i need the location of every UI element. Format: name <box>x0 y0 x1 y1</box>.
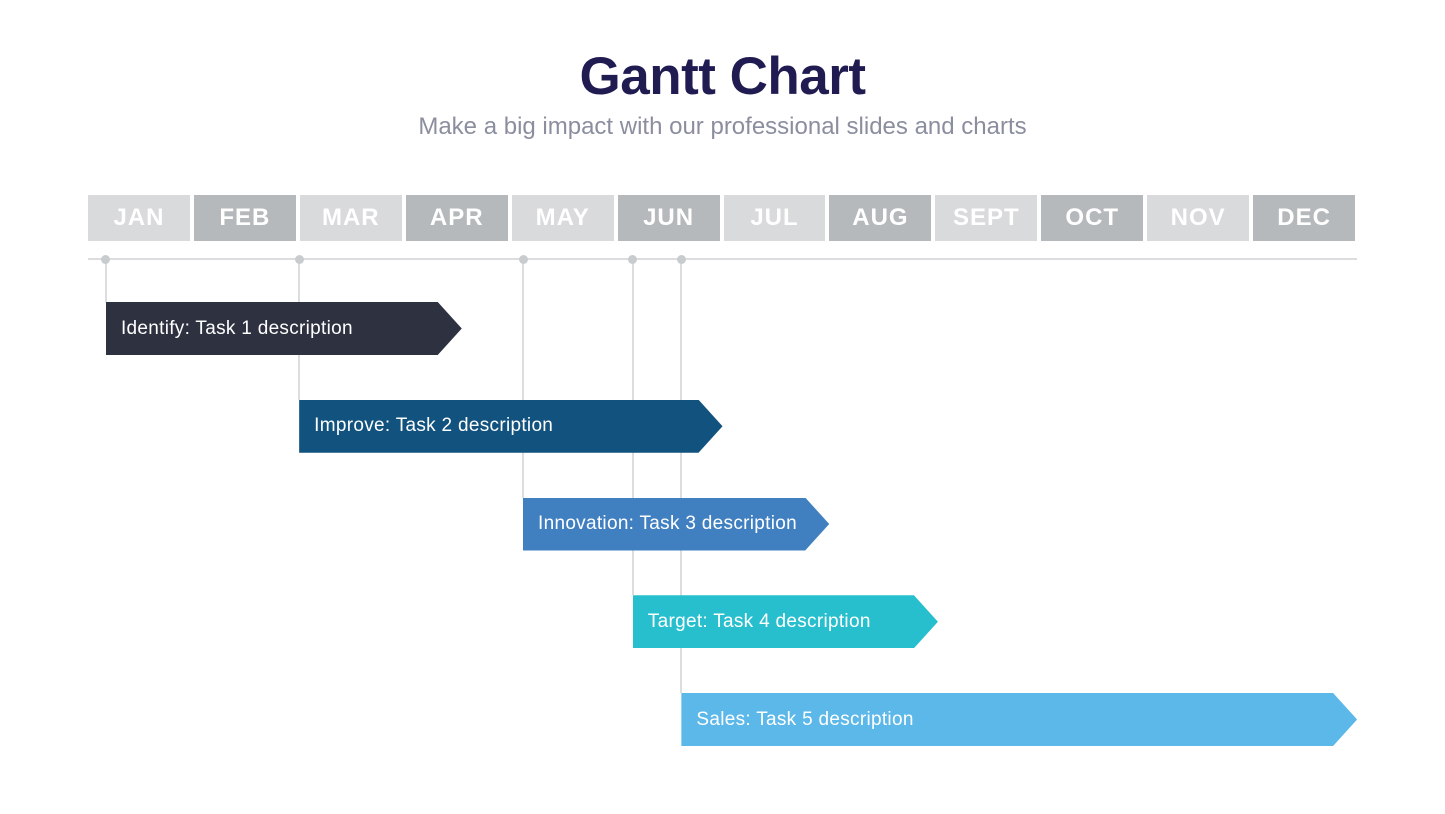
task-bar-identify: Identify: Task 1 description <box>106 302 462 355</box>
task-bar-innovation: Innovation: Task 3 description <box>523 498 829 551</box>
month-cell-apr: APR <box>405 195 508 241</box>
month-cell-oct: OCT <box>1041 195 1144 241</box>
month-cell-jul: JUL <box>723 195 826 241</box>
timeline-axis <box>88 258 1357 260</box>
timeline-marker-dot <box>676 255 686 264</box>
page-subtitle: Make a big impact with our professional … <box>418 113 1027 140</box>
month-cell-nov: NOV <box>1147 195 1250 241</box>
timeline-marker-dot <box>628 255 638 264</box>
task-bar-label: Sales: Task 5 description <box>696 708 914 730</box>
month-cell-dec: DEC <box>1253 195 1356 241</box>
timeline-marker-dot <box>294 255 304 264</box>
task-start-guide-line <box>522 259 524 498</box>
task-start-guide-line <box>680 259 683 693</box>
month-cell-jan: JAN <box>88 195 190 241</box>
task-bar-sales: Sales: Task 5 description <box>681 693 1357 746</box>
task-start-guide-line <box>104 259 107 302</box>
task-bar-label: Identify: Task 1 description <box>120 317 353 339</box>
task-bar-improve: Improve: Task 2 description <box>299 400 722 453</box>
timeline-marker-dot <box>518 255 528 264</box>
month-cell-aug: AUG <box>829 195 932 241</box>
task-bar-label: Improve: Task 2 description <box>314 415 554 437</box>
month-cell-feb: FEB <box>193 195 296 241</box>
page-title: Gantt Chart <box>579 47 867 106</box>
month-cell-sept: SEPT <box>935 195 1038 241</box>
task-bar-target: Target: Task 4 description <box>633 595 938 648</box>
task-bar-label: Target: Task 4 description <box>647 610 871 632</box>
month-cell-mar: MAR <box>299 195 402 241</box>
month-cell-jun: JUN <box>617 195 720 241</box>
task-bar-label: Innovation: Task 3 description <box>538 513 797 534</box>
month-cell-may: MAY <box>511 195 614 241</box>
timeline-marker-dot <box>101 255 111 264</box>
